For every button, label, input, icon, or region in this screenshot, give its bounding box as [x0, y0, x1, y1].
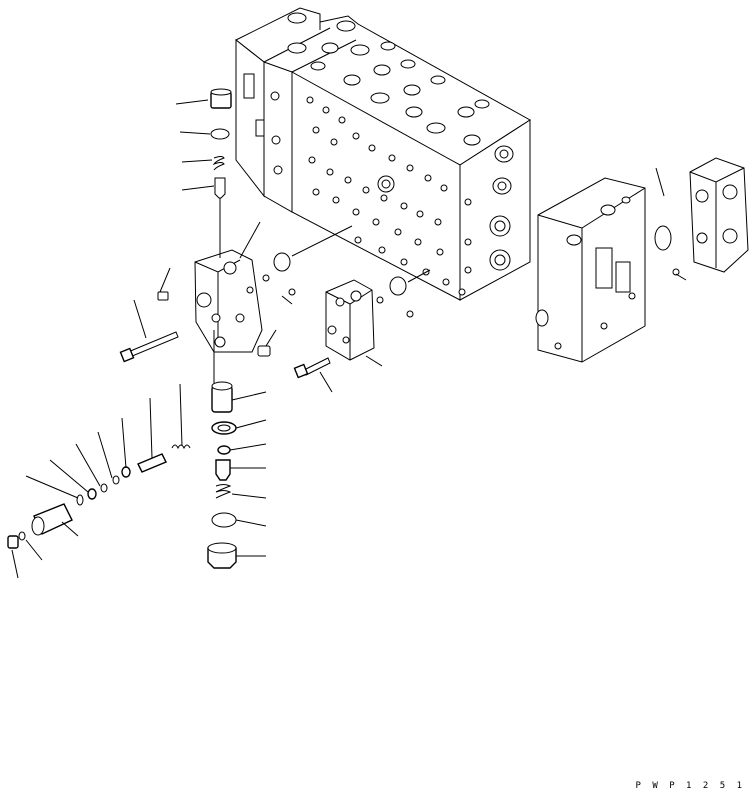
end-cover	[654, 157, 749, 276]
o-ring-small	[262, 274, 270, 282]
end-section-block	[535, 177, 646, 363]
o-ring-small	[288, 288, 296, 296]
drawing-code: P W P 1 2 5 1	[635, 781, 745, 791]
o-ring-small	[406, 310, 414, 318]
small-plug-right	[257, 345, 271, 357]
bolt-short	[293, 357, 331, 379]
relief-valve-parts	[7, 444, 191, 549]
o-ring-small	[376, 296, 384, 304]
o-ring-large	[389, 276, 407, 296]
o-ring-large	[273, 252, 291, 272]
relief-valve-housing	[194, 249, 263, 353]
main-control-valve-body	[235, 7, 531, 301]
check-valve-block	[325, 279, 375, 361]
plug-stack-top	[210, 88, 232, 258]
valve-parts-stack	[207, 381, 237, 569]
small-plug	[157, 291, 169, 301]
leader-lines	[11, 99, 687, 579]
bolt-long	[119, 331, 179, 363]
